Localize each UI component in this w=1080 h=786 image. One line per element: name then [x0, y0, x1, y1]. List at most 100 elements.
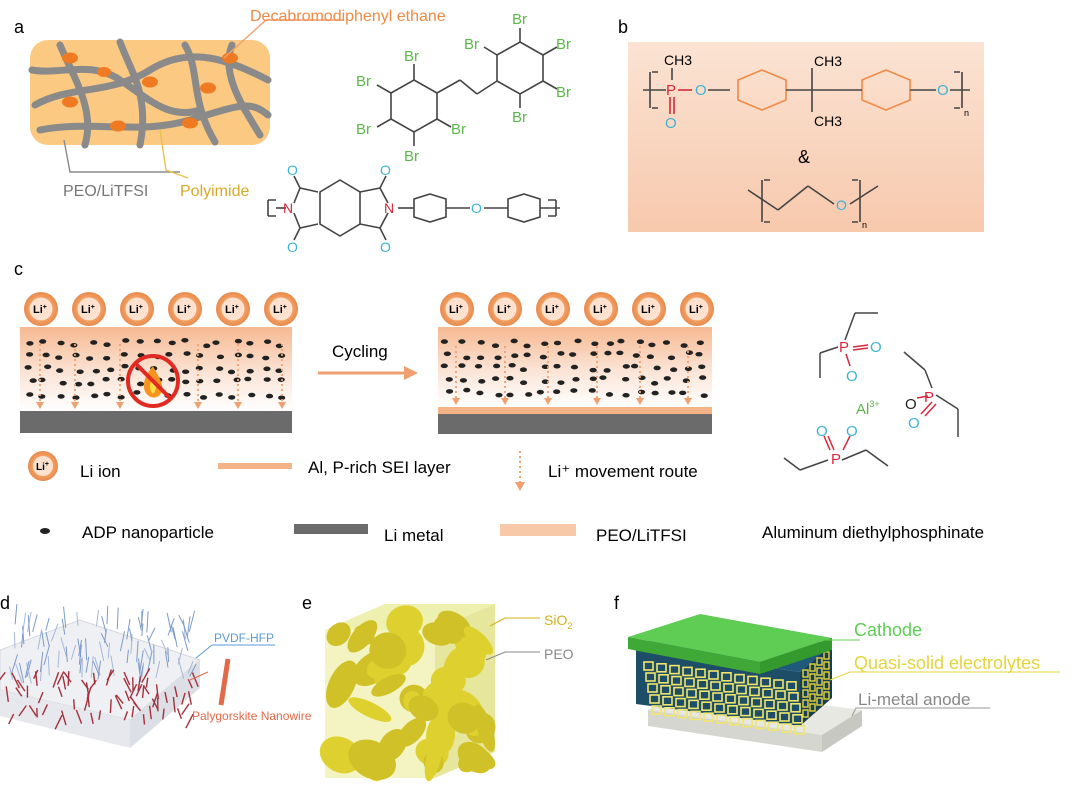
dbdpe-label: Decabromodiphenyl ethane: [250, 8, 446, 25]
lattice-cell: [823, 651, 830, 660]
panel-f-letter: f: [614, 593, 620, 613]
lattice-cell: [792, 713, 803, 724]
nanowire-strand: [135, 683, 143, 697]
o-label: O: [836, 197, 847, 213]
route-head: [36, 402, 44, 409]
pvdf-fiber: [167, 618, 175, 636]
adp-particle: [523, 352, 531, 358]
adp-particle: [57, 394, 65, 399]
dbdpe-bromine-labels: Br Br Br Br Br Br Br Br Br Br: [356, 11, 571, 165]
adp-particle: [553, 389, 561, 395]
route-head: [593, 398, 601, 405]
adp-particle: [557, 351, 565, 356]
pvdf-fiber: [187, 661, 194, 674]
adp-particle: [493, 363, 501, 369]
lattice-cell: [721, 671, 732, 682]
li-ion-core: [637, 297, 661, 321]
adp-particle: [670, 367, 678, 373]
li-sup: +: [651, 304, 655, 311]
adp-particle: [165, 352, 173, 357]
panel-a-letter: a: [14, 17, 25, 37]
pvdf-fiber: [188, 610, 196, 632]
o-label: O: [937, 82, 949, 99]
adp-particle: [605, 392, 614, 397]
li-sup: +: [699, 304, 703, 311]
adp-particle: [72, 395, 80, 400]
pvdf-fiber: [178, 614, 186, 628]
lattice-cell: [781, 723, 792, 733]
nanowire-strand: [143, 685, 150, 695]
li-text: Li: [177, 304, 187, 316]
legend: Li+ Li ion Al, P-rich SEI layer Li⁺ move…: [28, 451, 984, 545]
route-head: [684, 398, 692, 405]
nanowire-strand: [105, 669, 112, 686]
pvdf-fiber: [32, 614, 38, 632]
adp-particle: [56, 368, 64, 373]
adp-particle: [589, 376, 597, 382]
lattice-cell: [816, 697, 823, 706]
pvdf-fiber: [137, 617, 142, 631]
pvdf-fiber: [78, 644, 82, 665]
adp-particle: [121, 363, 129, 369]
nanowire-strand: [41, 704, 48, 716]
nanowire-strand: [129, 696, 138, 707]
nanowire-strand: [123, 677, 132, 693]
o-label: O: [846, 368, 858, 385]
pvdf-fiber: [147, 650, 153, 672]
adp-particle: [38, 377, 46, 383]
adp-particle: [213, 378, 221, 384]
sio2-blob: [457, 741, 492, 774]
adp-particle: [76, 369, 84, 375]
lattice-cell: [823, 671, 830, 680]
adp-particle: [264, 339, 272, 344]
adp-particle: [700, 393, 708, 399]
anode-label: Li-metal anode: [858, 690, 970, 709]
lattice-cell: [764, 699, 775, 710]
li-ion-row-right: Li+Li+Li+Li+Li+Li+: [440, 292, 714, 326]
lattice-cell: [809, 673, 816, 682]
adp-particle: [103, 356, 111, 361]
lattice-cell: [816, 667, 823, 676]
lattice-cell: [749, 686, 760, 697]
sio2-blob: [454, 648, 485, 679]
li-ion-core: [493, 297, 517, 321]
li-ion-text: Li+: [689, 304, 703, 316]
adp-particle: [648, 342, 656, 348]
lattice-cell: [809, 663, 816, 672]
adp-particle: [233, 377, 241, 383]
route-head: [636, 398, 644, 405]
lattice-cell: [684, 677, 695, 688]
pvdf-fiber: [186, 616, 191, 638]
legend-li-ion: Li+ Li ion: [28, 451, 121, 481]
li-ion-row-left: Li+Li+Li+Li+Li+Li+: [24, 292, 298, 326]
sio2-blob: [430, 666, 466, 696]
adp-particle: [445, 389, 454, 394]
adp-particle: [246, 341, 254, 346]
pvdf-fiber: [103, 629, 107, 643]
br-label: Br: [404, 48, 419, 65]
nanowire-strand: [52, 672, 60, 688]
electrolyte-callout-line: [829, 671, 1060, 681]
pvdf-fiber: [164, 651, 169, 668]
adp-particle: [458, 339, 466, 344]
adp-particle: [698, 364, 706, 370]
adp-particle: [637, 389, 646, 395]
lattice-cell: [755, 719, 766, 730]
adp-particle: [632, 353, 640, 358]
lattice-cell: [697, 679, 708, 690]
pvdf-fiber: [8, 666, 14, 680]
p-label: P: [666, 82, 676, 99]
adp-particle: [227, 369, 236, 375]
lattice-cell: [802, 709, 809, 718]
lattice-cell: [751, 697, 762, 708]
adp-particle: [215, 392, 223, 397]
pvdf-fiber: [126, 649, 129, 664]
adp-particle: [133, 390, 141, 395]
pvdf-fiber: [139, 650, 144, 671]
sio2-callout-line: [489, 617, 540, 627]
adp-particle: [168, 377, 176, 382]
lattice-cell: [794, 724, 805, 735]
li-text: Li: [449, 304, 459, 316]
nanowire-strand: [115, 694, 124, 705]
